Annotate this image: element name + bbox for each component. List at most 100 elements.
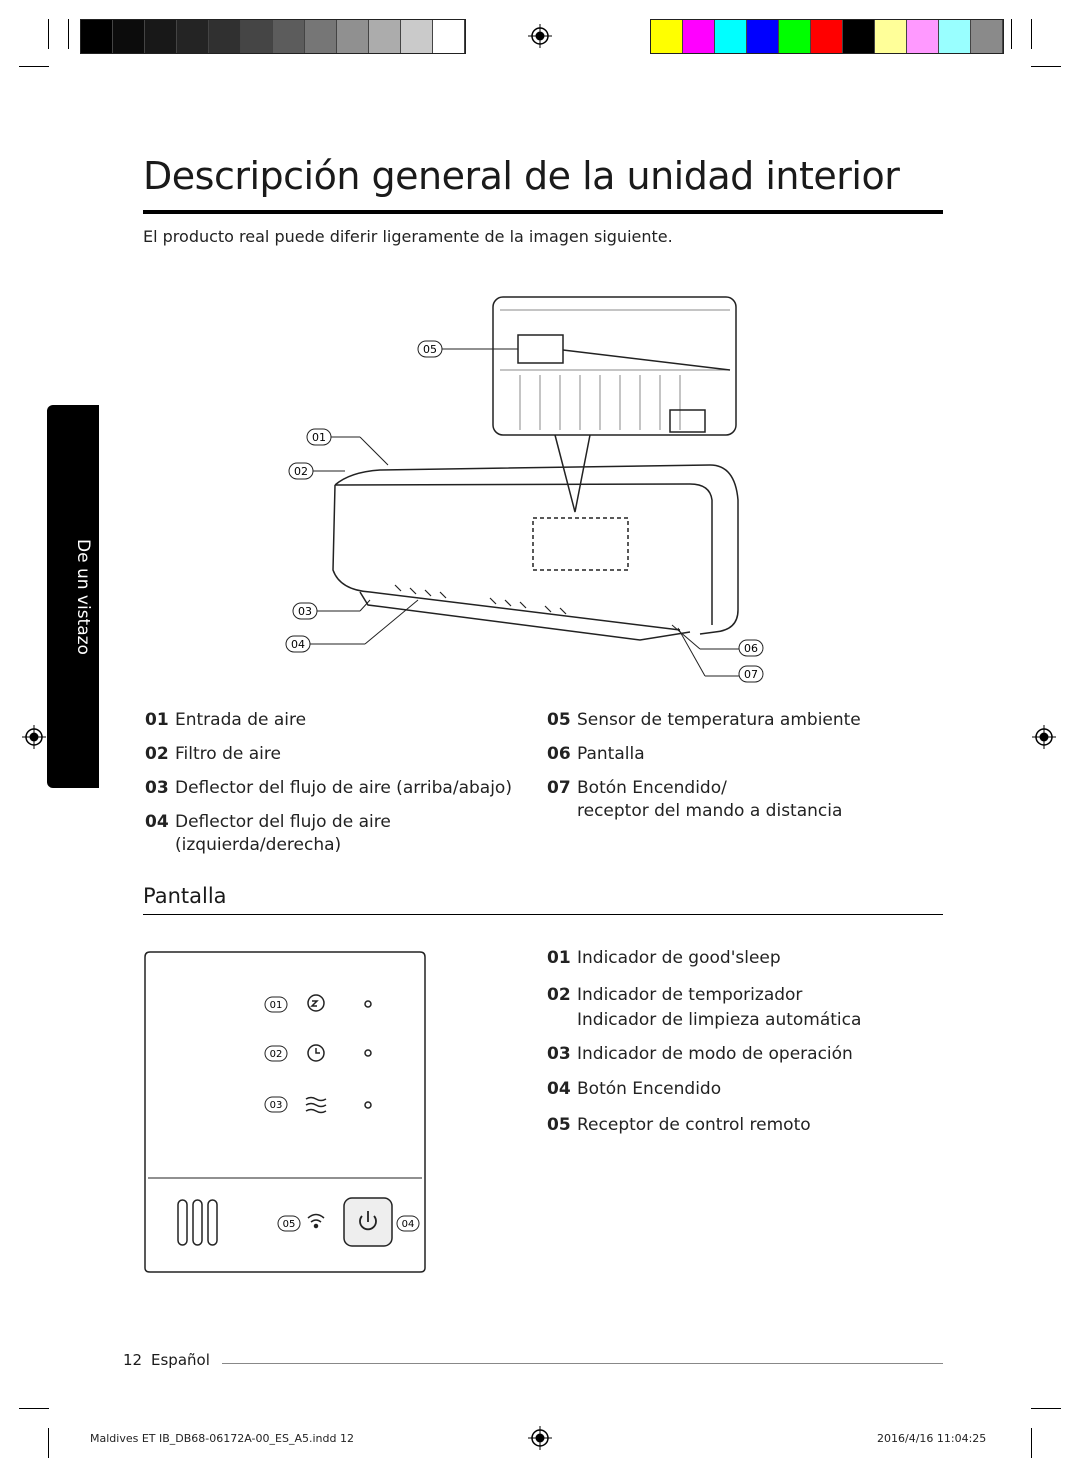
color-calibration-bar	[650, 19, 1004, 54]
color-swatch	[273, 20, 305, 53]
page-title: Descripción general de la unidad interio…	[143, 154, 900, 198]
footer-language: Español	[151, 1351, 210, 1369]
part-item: 01 Entrada de aire	[145, 709, 306, 732]
registration-mark-icon	[1032, 725, 1056, 749]
good-sleep-icon	[307, 994, 325, 1012]
part-label: Sensor de temperatura ambiente	[577, 710, 861, 730]
part-item: 05 Sensor de temperatura ambiente	[547, 709, 861, 732]
color-swatch	[779, 20, 811, 53]
color-swatch	[811, 20, 843, 53]
display-item-label: Indicador de modo de operación	[577, 1044, 853, 1064]
power-icon	[359, 1211, 377, 1231]
page-number: 12	[123, 1351, 143, 1369]
footer-rule	[222, 1363, 943, 1364]
callout-badge: 06	[738, 639, 764, 657]
crop-mark	[1031, 1408, 1061, 1409]
part-label: Entrada de aire	[175, 710, 307, 730]
display-item: 05 Receptor de control remoto	[547, 1114, 811, 1137]
part-item: 04 Deflector del flujo de aire (izquierda/…	[145, 811, 391, 857]
callout-badge: 01	[306, 428, 332, 446]
color-swatch	[875, 20, 907, 53]
callout-badge-text: 01	[312, 431, 326, 444]
registration-mark-icon	[528, 1426, 552, 1450]
grayscale-calibration-bar	[80, 19, 466, 54]
color-swatch	[747, 20, 779, 53]
part-label-continued: (izquierda/derecha)	[175, 835, 342, 855]
color-swatch	[401, 20, 433, 53]
callout-badge-text: 07	[744, 668, 758, 681]
callout-badge-text: 01	[270, 1000, 283, 1011]
section-heading: Pantalla	[143, 884, 227, 908]
registration-mark-icon	[22, 725, 46, 749]
color-swatch	[305, 20, 337, 53]
registration-mark-icon	[528, 24, 552, 48]
callout-badge: 02	[288, 462, 314, 480]
callout-badge: 04	[396, 1215, 420, 1232]
timer-icon	[307, 1044, 325, 1062]
display-panel-diagram: 01 02 03 05 04	[144, 951, 426, 1273]
color-swatch	[81, 20, 113, 53]
color-swatch	[145, 20, 177, 53]
indoor-unit-diagram: 05 01 02 03 04 06 07	[285, 296, 764, 683]
color-swatch	[241, 20, 273, 53]
part-number: 01	[145, 710, 169, 730]
display-item: 01 Indicador de good'sleep	[547, 947, 781, 970]
color-swatch	[907, 20, 939, 53]
callout-badge: 04	[285, 635, 311, 653]
crop-mark	[48, 1428, 49, 1458]
color-swatch	[939, 20, 971, 53]
color-swatch	[683, 20, 715, 53]
part-label: Filtro de aire	[175, 744, 281, 764]
callout-badge: 03	[264, 1096, 288, 1113]
color-swatch	[337, 20, 369, 53]
display-item-label: Indicador de temporizador	[577, 985, 803, 1005]
crop-mark	[1031, 66, 1061, 67]
crop-mark	[19, 1408, 49, 1409]
crop-mark	[19, 66, 49, 67]
callout-badge: 01	[264, 996, 288, 1013]
color-swatch	[113, 20, 145, 53]
part-number: 06	[547, 744, 571, 764]
display-item-number: 03	[547, 1044, 571, 1064]
display-item-label: Receptor de control remoto	[577, 1115, 811, 1135]
callout-badge: 02	[264, 1045, 288, 1062]
callout-badge: 03	[292, 602, 318, 620]
callout-badge-text: 05	[283, 1219, 296, 1230]
slug-timestamp: 2016/4/16 11:04:25	[877, 1432, 987, 1445]
callout-badge-text: 02	[294, 465, 308, 478]
color-swatch	[369, 20, 401, 53]
part-number: 05	[547, 710, 571, 730]
color-swatch	[651, 20, 683, 53]
display-item-label: Botón Encendido	[577, 1079, 722, 1099]
slug-filename: Maldives ET IB_DB68-06172A-00_ES_A5.indd…	[90, 1432, 354, 1445]
display-item-label: Indicador de good'sleep	[577, 948, 781, 968]
remote-receiver-icon	[307, 1213, 325, 1229]
crop-mark	[48, 19, 49, 49]
crop-mark	[1031, 19, 1032, 49]
callout-badge: 05	[417, 340, 443, 358]
part-number: 03	[145, 778, 169, 798]
part-label: Botón Encendido/	[577, 778, 727, 798]
callout-badge-text: 04	[402, 1219, 415, 1230]
color-swatch	[971, 20, 1003, 53]
operation-mode-icon	[305, 1096, 327, 1114]
section-side-tab: De un vistazo	[47, 405, 99, 788]
display-item-number: 05	[547, 1115, 571, 1135]
display-item-number: 01	[547, 948, 571, 968]
part-number: 07	[547, 778, 571, 798]
callout-badge-text: 02	[270, 1049, 283, 1060]
title-rule	[143, 210, 943, 214]
part-number: 04	[145, 812, 169, 832]
callout-badge: 05	[277, 1215, 301, 1232]
part-label: Deflector del flujo de aire	[175, 812, 391, 832]
section-rule	[143, 914, 943, 915]
callout-badge-text: 03	[298, 605, 312, 618]
color-swatch	[209, 20, 241, 53]
display-item-number: 02	[547, 985, 571, 1005]
